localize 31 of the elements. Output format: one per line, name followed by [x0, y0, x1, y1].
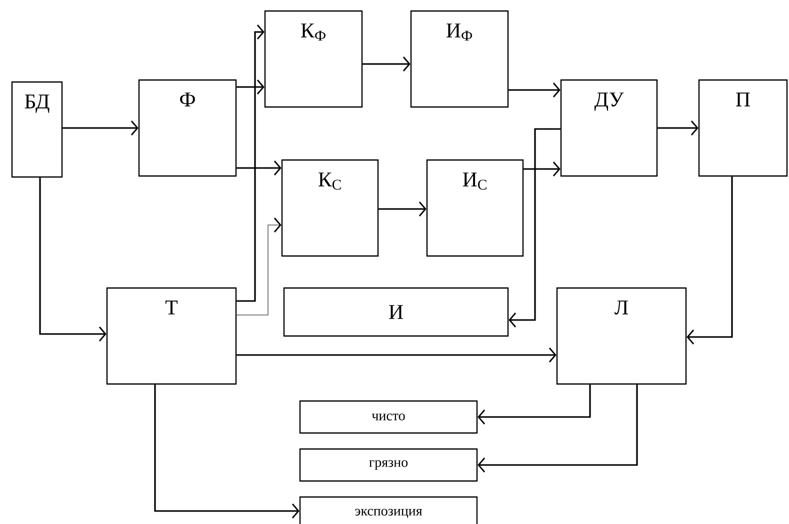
arrow: [154, 384, 300, 518]
block-box: БД: [11, 81, 63, 178]
arrow: [508, 128, 560, 328]
block-box: Л: [556, 287, 687, 385]
arrow: [478, 384, 591, 424]
arrow: [378, 202, 426, 216]
arrow: [236, 24, 264, 302]
block-box: экспозиция: [299, 496, 478, 524]
arrow: [658, 120, 698, 136]
arrow: [236, 218, 282, 316]
arrow: [686, 176, 733, 344]
block-box: К$_{С}$: [281, 159, 379, 257]
arrow: [478, 384, 638, 472]
arrow: [62, 120, 138, 136]
arrow: [236, 80, 264, 94]
arrow: [39, 178, 106, 342]
block-box: И: [283, 287, 509, 337]
block-box: грязно: [299, 448, 478, 482]
block-box: чисто: [299, 400, 478, 434]
block-box: Ф: [138, 79, 237, 177]
arrow: [524, 162, 560, 176]
block-box: П: [698, 79, 788, 177]
arrow: [362, 56, 410, 72]
block-box: И$_{С}$: [426, 159, 524, 257]
arrow: [236, 160, 282, 176]
block-box: ДУ: [560, 79, 658, 177]
block-box: К$_{Ф}$: [264, 10, 363, 108]
arrow: [236, 348, 556, 362]
block-box: И$_{Ф}$: [410, 10, 509, 108]
block-box: Т: [106, 287, 237, 385]
arrow: [508, 82, 560, 98]
